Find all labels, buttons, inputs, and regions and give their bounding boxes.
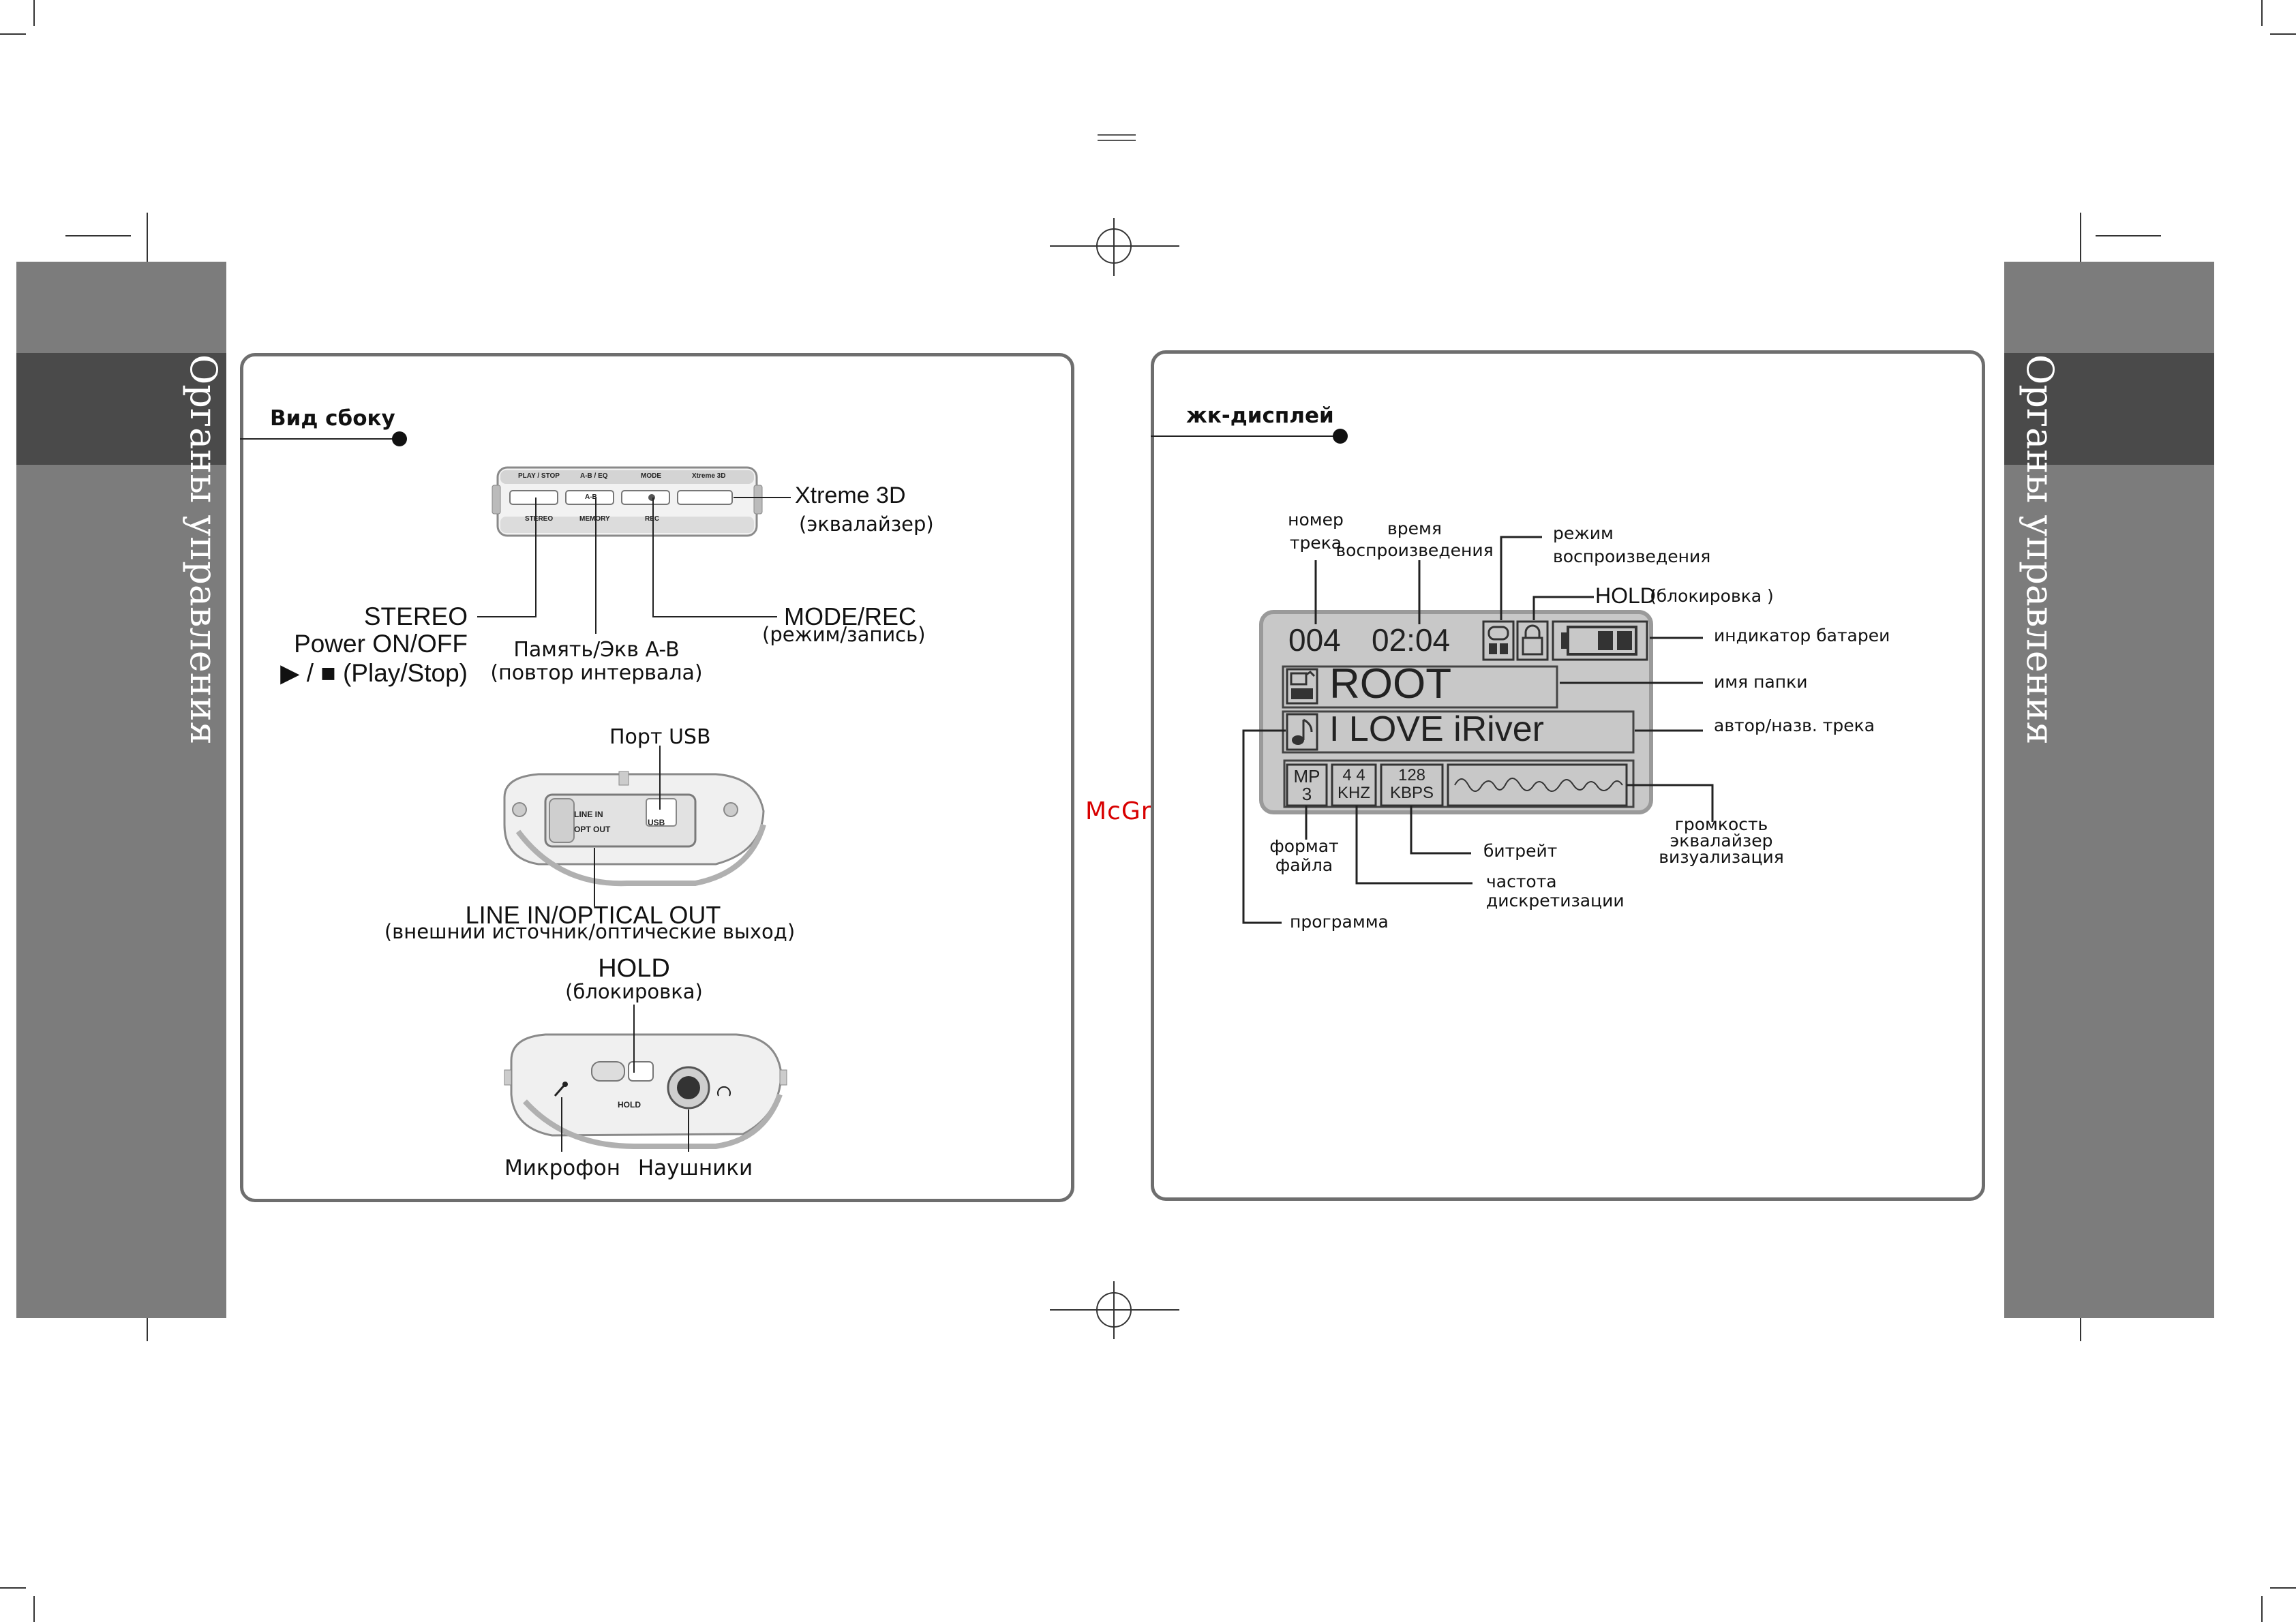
lcd-bitrate-bottom: KBPS [1389,784,1434,802]
playstop-label: ▶ / ■ (Play/Stop) [280,659,468,687]
mode-sub: (режим/запись) [762,623,926,646]
callout-track-no: номер трека [1288,510,1344,553]
left-side-title: Органы управления [182,354,225,745]
hold-title-left: HOLD [598,954,670,983]
mic-label: Микрофон [504,1156,620,1180]
linein-title: LINE IN/OPTICAL OUT [465,901,721,929]
callout-folder-name: имя папки [1714,672,1808,692]
device-top-view [492,466,763,537]
callout-sample-rate: частота дискретизации [1486,872,1625,911]
lcd-note-icon [1286,713,1318,751]
xtreme-sub: (эквалайзер) [799,512,934,536]
callout-artist-title: автор/назв. трека [1714,716,1875,735]
lcd-battery-icon [1552,620,1648,661]
left-side-band [16,353,226,465]
callout-bitrate: битрейт [1483,841,1558,861]
lcd-format-bottom: 3 [1301,784,1312,804]
callout-play-mode: режим воспроизведения [1553,523,1711,566]
callout-play-time: время воспроизведения [1335,519,1494,560]
lcd-folder-icon [1286,668,1318,705]
dev-label-abeq: A-B / EQ [580,472,608,480]
right-side-title: Органы управления [2019,354,2061,745]
lcd-frame [1259,610,1653,814]
lcd-folder-name: ROOT [1329,660,1452,707]
dev-label-stereo: STEREO [525,515,554,523]
callout-file-format: формат файла [1269,836,1339,875]
usb-title: Порт USB [609,725,711,749]
right-side-band [2004,353,2214,465]
right-section-underline [1151,429,1348,444]
port-label-linein: LINE IN [574,810,603,819]
dev-label-xtreme: Xtreme 3D [692,472,726,480]
power-label: Power ON/OFF [294,630,468,658]
left-section-underline [240,431,407,446]
dev-label-mode: MODE [641,472,661,480]
xtreme-title: Xtreme 3D [795,483,906,508]
linein-sub: (внешнии источник/оптические выход) [384,920,796,943]
dev-label-playstop: PLAY / STOP [518,472,560,480]
headphones-label: Наушники [637,1156,753,1180]
lcd-repeat-icon [1482,620,1515,661]
dev-label-rec: REC [645,515,660,523]
port-label-optout: OPT OUT [574,825,611,834]
hold-sub-left: (блокировка) [565,980,703,1003]
lcd-track-number: 004 [1288,622,1341,658]
device-hold-side [504,1033,787,1149]
lcd-play-time: 02:04 [1372,622,1451,658]
callout-hold-sub: (блокировка ) [1650,586,1774,606]
stereo-label: STEREO [363,602,468,630]
callout-hold-title: HOLD [1595,583,1656,608]
lcd-format-top: MP [1293,766,1320,786]
memory-sub: (повтор интервала) [490,661,703,685]
lcd-lock-icon [1516,620,1549,661]
dev-label-memory: MEMORY [579,515,610,523]
dev-btn-ab: A-B [585,493,597,501]
mode-title: MODE/REC [784,602,917,630]
left-section-title: Вид сбоку [270,406,395,431]
memory-title: Память/Экв A-B [513,638,680,662]
lcd-freq-top: 4 4 [1342,766,1365,784]
lcd-song-title: I LOVE iRiver [1329,709,1544,749]
hold-switch-label: HOLD [618,1100,641,1110]
device-port-side [503,771,766,887]
lcd-freq-bottom: KHZ [1338,784,1370,802]
callout-volume-eq: громкость эквалайзер визуализация [1659,814,1784,867]
lcd-bitrate-top: 128 [1398,766,1426,784]
right-section-title: жк-дисплей [1186,403,1334,428]
callout-battery: индикатор батареи [1714,626,1890,645]
callout-program: программа [1290,912,1389,932]
port-label-usb: USB [648,818,665,827]
